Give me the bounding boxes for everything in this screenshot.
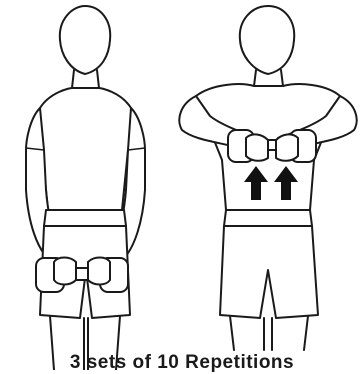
hands-left-figure [54, 258, 76, 285]
waistband-left [44, 210, 126, 226]
torso-left [34, 88, 136, 210]
waistband-right [224, 210, 312, 226]
exercise-caption: 3 sets of 10 Repetitions [0, 352, 364, 374]
figure-start-position [26, 6, 145, 370]
head-left [60, 6, 110, 74]
figure-lift-position [179, 6, 356, 350]
shorts-right [220, 226, 318, 318]
head-right [240, 6, 294, 74]
